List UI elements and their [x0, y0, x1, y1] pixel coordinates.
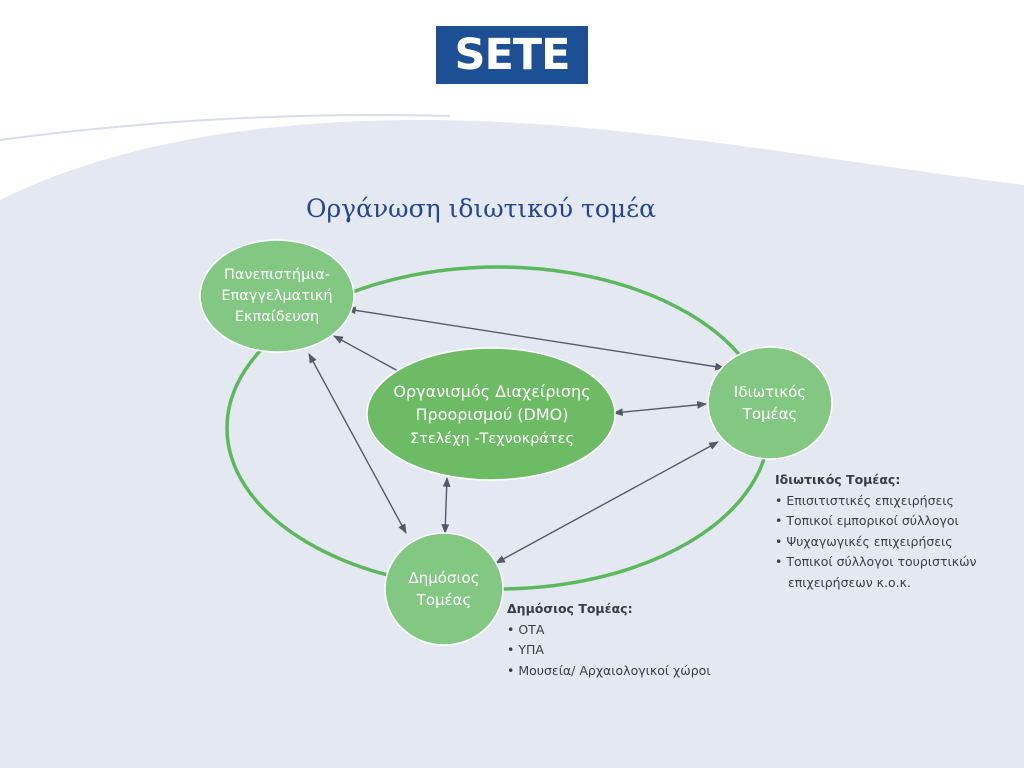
university-label: Πανεπιστήμια- Επαγγελματική Εκπαίδευση: [197, 240, 357, 352]
public-notes-item: • Μουσεία/ Αρχαιολογικοί χώροι: [507, 662, 711, 678]
arrow-university-public: [308, 353, 407, 534]
sete-logo: SETE: [436, 26, 588, 84]
node-public: [384, 532, 504, 646]
private-notes-item: • Επισιτιστικές επιχειρήσεις: [775, 492, 954, 508]
public-line-1: Δημόσιος: [408, 569, 480, 587]
public-sector-label: Δημόσιος Τομέας: [385, 534, 503, 644]
arrow-university-private: [346, 306, 725, 371]
dmo-label: Οργανισμός Διαχείρισης Προορισμού (DMO) …: [368, 350, 616, 480]
node-dmo: [366, 347, 616, 481]
private-notes-item: • Τοπικοί σύλλογοι τουριστικών: [775, 554, 977, 569]
public-line-2: Τομέας: [416, 591, 472, 609]
public-notes-heading: Δημόσιος Τομέας:: [507, 601, 633, 616]
node-university: [199, 239, 355, 353]
private-notes-item: • Τοπικοί εμπορικοί σύλλογοι: [775, 513, 959, 528]
private-sector-label: Ιδιωτικός Τομέας: [708, 348, 832, 458]
public-sector-notes: Δημόσιος Τομέας: • ΟΤΑ • ΥΠΑ • Μουσεία/ …: [507, 599, 711, 681]
university-line-2: Επαγγελματική: [221, 287, 333, 304]
slide-title: Οργάνωση ιδιωτικού τομέα: [305, 194, 657, 223]
arrow-private-public: [495, 441, 719, 564]
dmo-line-1: Οργανισμός Διαχείρισης: [393, 381, 591, 401]
public-notes-item: • ΥΠΑ: [507, 642, 544, 657]
dmo-line-2: Προορισμού (DMO): [415, 404, 569, 424]
private-notes-continuation: επιχειρήσεων κ.ο.κ.: [788, 574, 911, 590]
arrow-dmo-public: [441, 477, 451, 534]
private-sector-notes: Ιδιωτικός Τομέας: • Επισιτιστικές επιχει…: [775, 470, 977, 593]
public-notes-item: • ΟΤΑ: [507, 621, 545, 637]
node-private: [707, 346, 833, 460]
private-notes-item: • Ψυχαγωγικές επιχειρήσεις: [775, 533, 953, 549]
arrow-dmo-private: [613, 400, 707, 417]
private-notes-heading: Ιδιωτικός Τομέας:: [775, 472, 901, 487]
university-line-3: Εκπαίδευση: [234, 308, 320, 325]
private-line-2: Τομέας: [742, 405, 798, 423]
private-line-1: Ιδιωτικός: [733, 383, 807, 401]
sete-logo-text: SETE: [454, 29, 570, 80]
dmo-subtitle: Στελέχη -Τεχνοκράτες: [410, 430, 574, 447]
university-line-1: Πανεπιστήμια-: [223, 266, 331, 283]
